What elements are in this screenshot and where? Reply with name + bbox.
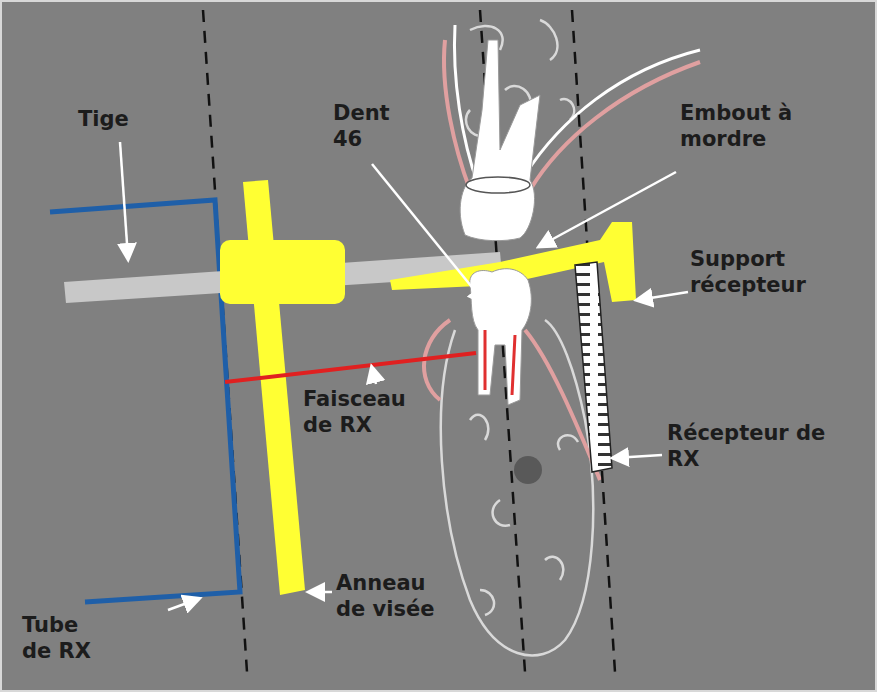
- lower-tooth: [470, 269, 532, 405]
- part-label: Anneau de visée: [336, 570, 436, 623]
- part-label: Support récepteur: [690, 246, 840, 299]
- part-label: Embout à mordre: [680, 100, 810, 153]
- part-label: Tige: [78, 106, 158, 132]
- upper-tooth: [460, 40, 540, 241]
- part-label: Faisceau de RX: [303, 386, 433, 439]
- receptor: [575, 262, 612, 472]
- xray-tube: [50, 200, 240, 602]
- leader-arrow: [120, 142, 688, 610]
- part-label: Tube de RX: [22, 612, 110, 665]
- part-label: Dent 46: [333, 100, 405, 153]
- axis-line: [203, 10, 615, 672]
- part-label: Récepteur de RX: [667, 420, 827, 473]
- canal-dot: [514, 456, 542, 484]
- xray-beam: [225, 353, 476, 382]
